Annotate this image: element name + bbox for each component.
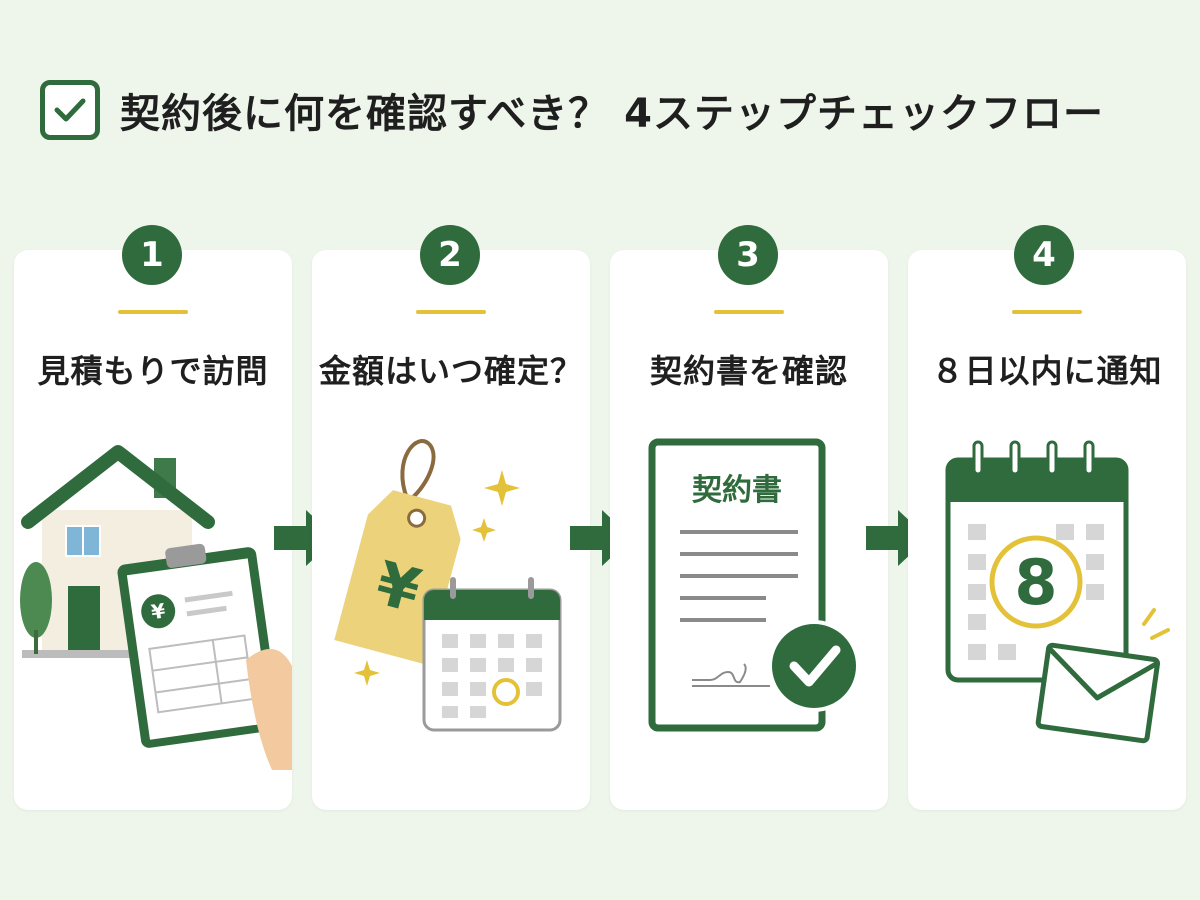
step-divider <box>714 310 784 314</box>
contract-document-check-icon: 契約書 <box>648 438 860 732</box>
step-divider <box>416 310 486 314</box>
step-card-2: 金額はいつ確定？ ¥ <box>312 250 590 810</box>
step-label-2: 金額はいつ確定？ <box>318 352 583 390</box>
calendar-envelope-icon: 8 <box>945 440 1170 744</box>
step-card-3: 契約書を確認 契約書 <box>610 250 888 810</box>
step-card-1: 見積もりで訪問 ¥ <box>14 250 292 810</box>
price-tag-calendar-icon: ¥ <box>334 439 562 732</box>
step-label-4: ８日以内に通知 <box>931 352 1163 390</box>
checkbox-icon <box>40 80 100 140</box>
calendar-day: 8 <box>1014 546 1057 619</box>
page-title: 契約後に何を確認すべき？ 4ステップチェックフロー <box>120 91 1104 137</box>
header: 契約後に何を確認すべき？ 4ステップチェックフロー <box>40 80 1104 140</box>
step-divider <box>1012 310 1082 314</box>
step-number-1: 1 <box>122 225 182 285</box>
step-divider <box>118 310 188 314</box>
step-card-4: ８日以内に通知 8 <box>908 250 1186 810</box>
clipboard-symbol: ¥ <box>150 598 167 624</box>
step-label-3: 契約書を確認 <box>649 352 848 390</box>
house-clipboard-icon: ¥ <box>20 445 292 770</box>
step-number-3: 3 <box>718 225 778 285</box>
step-number-2: 2 <box>420 225 480 285</box>
document-title: 契約書 <box>692 473 782 508</box>
step-label-1: 見積もりで訪問 <box>37 352 269 390</box>
step-number-4: 4 <box>1014 225 1074 285</box>
